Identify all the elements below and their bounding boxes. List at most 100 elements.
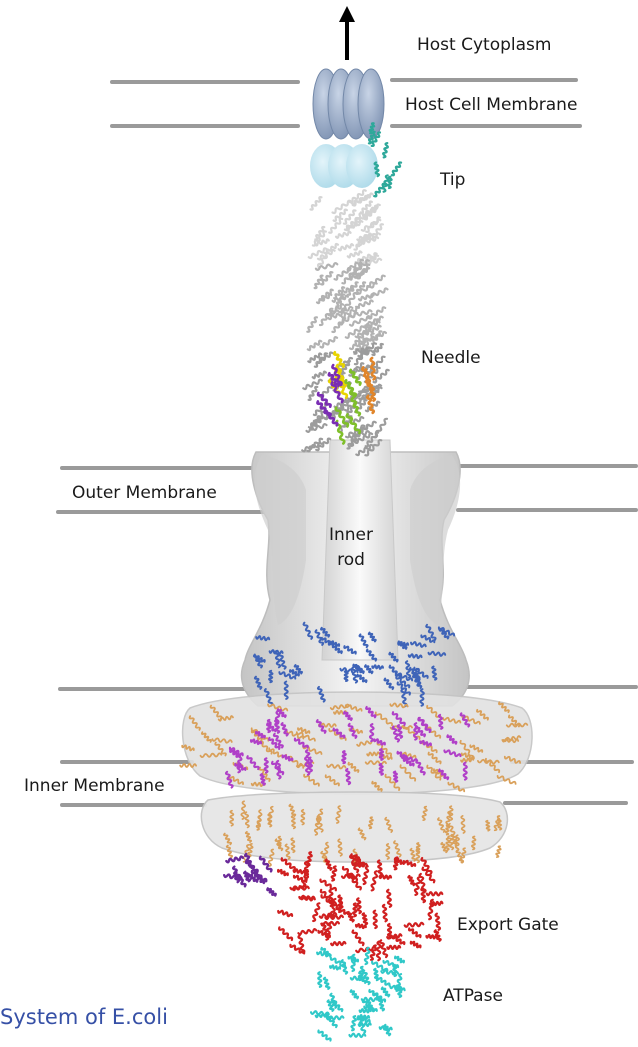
atpase-helix [382,988,390,997]
atpase-helix [395,957,404,963]
export-gate-helix [404,861,415,866]
up-arrow-icon [339,6,355,60]
ring-magenta-helix [346,769,350,784]
export-gate-helix [313,903,319,921]
label-outer-membrane: Outer Membrane [72,485,217,502]
export-gate-helix [353,904,357,917]
atpase-helix [324,978,330,989]
export-gate-helix [378,861,382,876]
needle-helix [303,380,322,389]
label-inner-rod-line1: Inner [318,527,384,544]
export-gate-helix [387,890,391,907]
export-gate-helix [356,924,366,928]
export-gate-helix [387,946,400,949]
export-gate-helix [278,911,292,916]
ring-blue-helix [269,671,272,682]
atpase-helix [330,965,340,969]
needle-helix [367,276,384,287]
ring-magenta-helix [380,764,383,775]
label-needle: Needle [421,350,481,367]
ring-blue-helix [285,682,288,699]
export-gate-helix [353,931,364,946]
atpase-helix [318,972,321,987]
export-gate-helix [363,913,368,924]
atpase-helix [362,998,377,1001]
ring-magenta-helix [394,772,398,782]
label-export-gate: Export Gate [457,917,559,934]
export-gate-helix [380,940,387,957]
needle-highlight-yellow [334,352,344,366]
needle-helix [321,337,338,347]
c-ring-strand [278,837,282,848]
label-host-cell-membrane: Host Cell Membrane [405,97,577,114]
atpase-helix [316,1014,328,1018]
tip-complex [310,144,378,188]
export-gate-helix [299,896,314,900]
needle-highlight-green [352,398,360,415]
export-gate-helix [405,923,424,927]
caption-text: System of E.coli [0,1007,168,1028]
export-gate-helix [278,870,288,875]
export-gate-helix [415,877,420,895]
ring-magenta-helix [370,724,374,741]
export-gate-helix [372,871,377,890]
export-gate-helix [305,862,308,878]
atpase-helix [398,985,401,997]
ring-magenta-helix [439,715,443,729]
atpase-helix [327,1016,344,1019]
export-gate-helix [427,892,443,895]
atpase-helix [380,1026,392,1030]
label-inner-membrane: Inner Membrane [24,778,165,795]
ring-magenta-helix [414,723,417,739]
atpase-helix [393,965,396,976]
label-inner-rod-line2: rod [318,552,384,569]
ring-magenta-helix [464,763,467,780]
label-tip: Tip [440,172,465,189]
label-atpase: ATPase [443,988,503,1005]
export-gate-helix [426,935,436,939]
export-gate-helix [411,942,421,948]
ring-blue-helix [420,689,424,706]
export-gate-helix [430,902,442,905]
needle-highlight-orange [371,358,375,379]
c-ring-strand [268,814,271,827]
export-gate-helix [409,928,420,937]
c-ring-strand [446,838,450,850]
ring-tan-strand [366,761,386,765]
ring-magenta-helix [261,774,265,785]
export-gate-helix [279,927,292,940]
export-gate-helix [357,898,361,913]
c-ring-strand [230,811,233,826]
ring-magenta-helix [267,720,271,732]
ring-blue-helix [372,665,383,669]
ring-tan-strand [367,752,379,755]
c-ring-strand [386,844,389,859]
c-ring-strand [292,816,296,829]
atpase-helix [349,1034,365,1037]
ring-magenta-helix [265,758,268,772]
export-purple-helix [267,888,275,895]
export-gate-helix [408,876,414,885]
ring-tan-strand [180,764,196,767]
envelope-surface [183,440,532,862]
ring-magenta-helix [275,720,279,733]
tip-protein-helix [392,162,401,175]
needle-helices [302,190,389,455]
needle-helix [333,201,351,213]
ring-tan-strand [502,739,518,742]
ms-ring-surface [183,692,532,794]
atpase-helix [374,969,378,980]
needle-helix [339,244,353,250]
export-gate-helix [383,905,387,921]
export-gate-helix [423,868,435,883]
needle-helix [332,318,345,332]
tip-disc-3 [346,144,378,188]
export-gate-helix [291,886,309,889]
export-gate-helix [377,942,380,961]
needle-helix [311,197,322,210]
export-gate-helix [436,914,440,930]
needle-helix [348,251,362,257]
needle-helix [308,341,322,350]
